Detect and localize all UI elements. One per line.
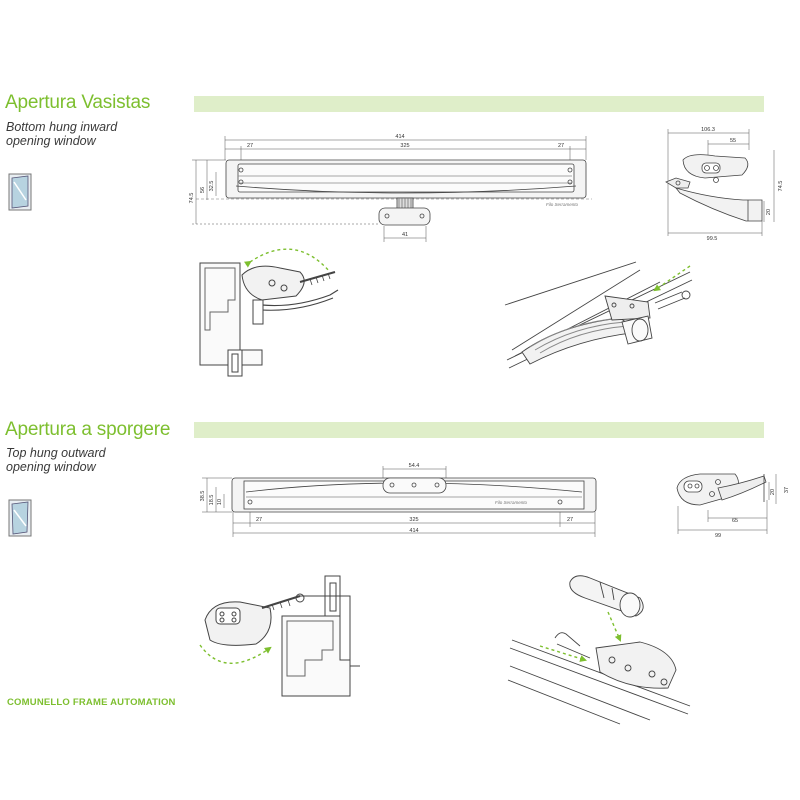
dim-label: 74.5 [778, 181, 784, 192]
dim-label: 414 [409, 528, 418, 534]
dim-label: 27 [256, 517, 262, 523]
subtitle-line: Bottom hung inward [6, 120, 118, 134]
frame-line-label: Filo Serramento [546, 202, 579, 207]
dim-label: 56 [200, 187, 206, 193]
dim-label: 27 [558, 143, 564, 149]
dim-label: 325 [409, 517, 418, 523]
insert-arrow [539, 645, 588, 662]
insert-arrow [607, 611, 622, 642]
dim-label: 99 [715, 533, 721, 539]
section-title-sporgere: Apertura a sporgere [5, 419, 171, 440]
vasistas-side-view [665, 129, 775, 236]
section-subtitle-vasistas: Bottom hung inward opening window [6, 120, 117, 148]
footer-brand: COMUNELLO FRAME AUTOMATION [7, 697, 176, 708]
frame-line-label: Filo Serramento [495, 500, 528, 505]
sporgere-perspective-detail [507, 575, 691, 725]
sporgere-front-view [202, 466, 597, 537]
section-title-vasistas: Apertura Vasistas [5, 92, 151, 113]
dim-label: 20 [766, 209, 772, 215]
dim-label: 106.3 [701, 127, 715, 133]
subtitle-line: opening window [6, 460, 96, 474]
dim-label: 54.4 [409, 463, 420, 469]
dim-label: 65 [732, 518, 738, 524]
window-top-hung-icon [8, 499, 32, 537]
section-band-sporgere [194, 422, 764, 438]
vasistas-install-detail [199, 262, 339, 377]
subtitle-line: opening window [6, 134, 96, 148]
dim-label: 325 [400, 143, 409, 149]
dim-label: 27 [247, 143, 253, 149]
dim-label: 38.5 [200, 491, 206, 502]
sporgere-side-view [676, 473, 777, 534]
section-subtitle-sporgere: Top hung outward opening window [6, 446, 106, 474]
dim-label: 27 [567, 517, 573, 523]
dim-label: 10 [217, 499, 223, 505]
subtitle-line: Top hung outward [6, 446, 106, 460]
dim-label: 99.5 [707, 236, 718, 242]
sporgere-install-detail [204, 575, 360, 697]
dim-label: 55 [730, 138, 736, 144]
dim-label: 41 [402, 232, 408, 238]
vasistas-perspective-detail [504, 261, 693, 369]
vasistas-front-view [192, 136, 592, 242]
open-arrow [243, 248, 331, 273]
dim-label: 32.5 [209, 181, 215, 192]
section-band-vasistas [194, 96, 764, 112]
dim-label: 18.5 [209, 495, 215, 506]
dim-label: 37 [784, 487, 790, 493]
open-arrow [199, 644, 272, 664]
dim-label: 20 [770, 489, 776, 495]
window-bottom-hung-icon [8, 173, 32, 211]
dim-label: 74.5 [189, 193, 195, 204]
insert-arrow [653, 265, 691, 292]
dim-label: 414 [395, 134, 404, 140]
